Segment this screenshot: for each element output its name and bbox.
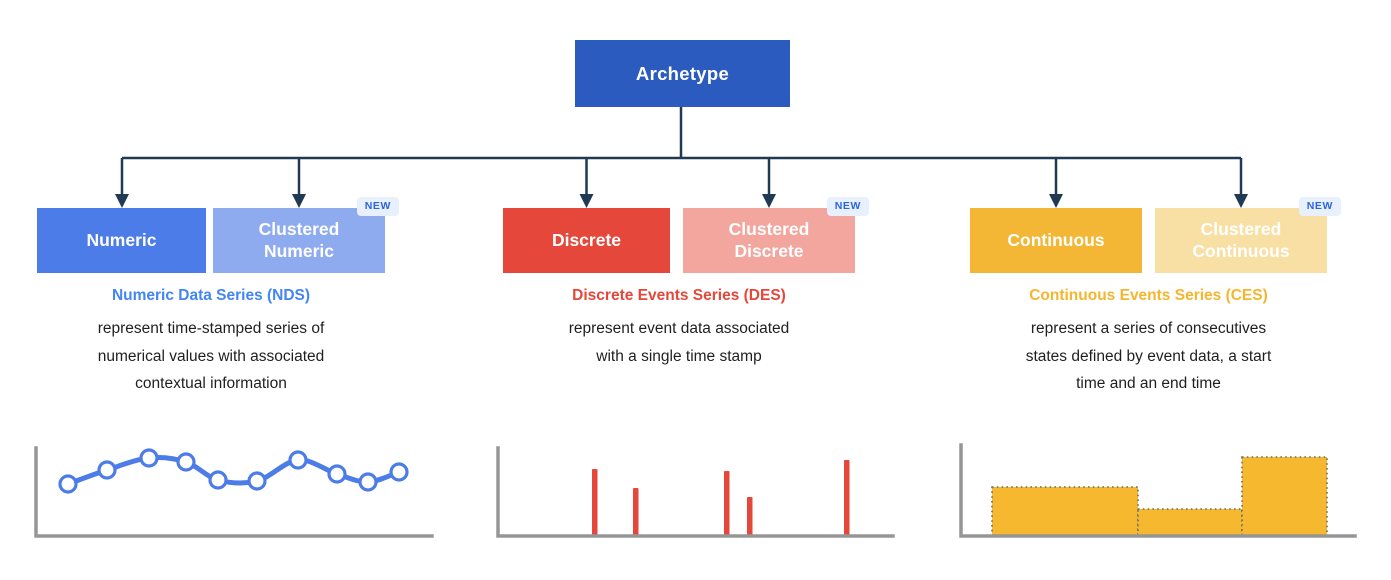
data-point-marker — [58, 474, 78, 494]
node-numeric-label: Numeric — [86, 229, 157, 250]
node-discrete-label: Discrete — [551, 229, 622, 250]
event-spike — [844, 460, 850, 536]
node-continuous: Continuous — [970, 208, 1142, 273]
discrete-events-chart — [496, 446, 895, 538]
node-clustered-discrete: Clustered Discrete NEW — [683, 197, 869, 273]
node-clustered-continuous: Clustered Continuous NEW — [1155, 197, 1341, 273]
data-point-marker — [389, 462, 409, 482]
event-spike — [592, 469, 598, 536]
data-point-marker — [247, 471, 267, 491]
description-numeric-body: represent time-stamped series of numeric… — [97, 320, 325, 392]
new-badge: NEW — [356, 197, 399, 216]
state-block — [1241, 456, 1328, 537]
node-continuous-label: Continuous — [1007, 229, 1105, 250]
connector-path — [120, 107, 1243, 195]
state-block — [1137, 508, 1243, 537]
description-continuous-heading: Continuous Events Series (CES) — [1029, 287, 1268, 304]
description-continuous: Continuous Events Series (CES) represent… — [966, 287, 1331, 398]
node-numeric: Numeric — [37, 208, 206, 273]
description-discrete-body: represent event data associated with a s… — [568, 320, 790, 365]
chart-axes — [496, 446, 895, 538]
node-clustered-numeric-label: Clustered Numeric — [258, 218, 340, 261]
data-point-marker — [327, 464, 347, 484]
state-block — [991, 486, 1139, 537]
node-discrete: Discrete — [503, 208, 670, 273]
line-series — [65, 455, 402, 487]
data-point-marker — [97, 460, 117, 480]
data-point-marker — [288, 450, 308, 470]
description-numeric: Numeric Data Series (NDS) represent time… — [37, 287, 385, 398]
node-archetype: Archetype — [575, 40, 790, 107]
node-clustered-numeric: Clustered Numeric NEW — [213, 197, 399, 273]
description-discrete-heading: Discrete Events Series (DES) — [572, 287, 786, 304]
event-spike — [747, 497, 753, 536]
data-point-marker — [208, 470, 228, 490]
arrowheads — [115, 194, 1248, 208]
data-point-marker — [176, 452, 196, 472]
chart-axes — [959, 443, 1357, 538]
description-discrete: Discrete Events Series (DES) represent e… — [503, 287, 855, 370]
continuous-events-chart — [959, 443, 1357, 538]
chart-axes — [34, 446, 434, 538]
node-clustered-continuous-label: Clustered Continuous — [1192, 218, 1290, 261]
data-point-marker — [358, 472, 378, 492]
event-spike — [724, 471, 730, 536]
new-badge: NEW — [826, 197, 869, 216]
description-continuous-body: represent a series of consecutives state… — [1025, 320, 1272, 392]
new-badge: NEW — [1298, 197, 1341, 216]
node-archetype-label: Archetype — [635, 62, 730, 84]
description-numeric-heading: Numeric Data Series (NDS) — [111, 287, 311, 304]
event-spike — [633, 488, 639, 536]
data-point-marker — [139, 448, 159, 468]
node-clustered-discrete-label: Clustered Discrete — [728, 218, 810, 261]
numeric-series-chart — [34, 446, 434, 538]
